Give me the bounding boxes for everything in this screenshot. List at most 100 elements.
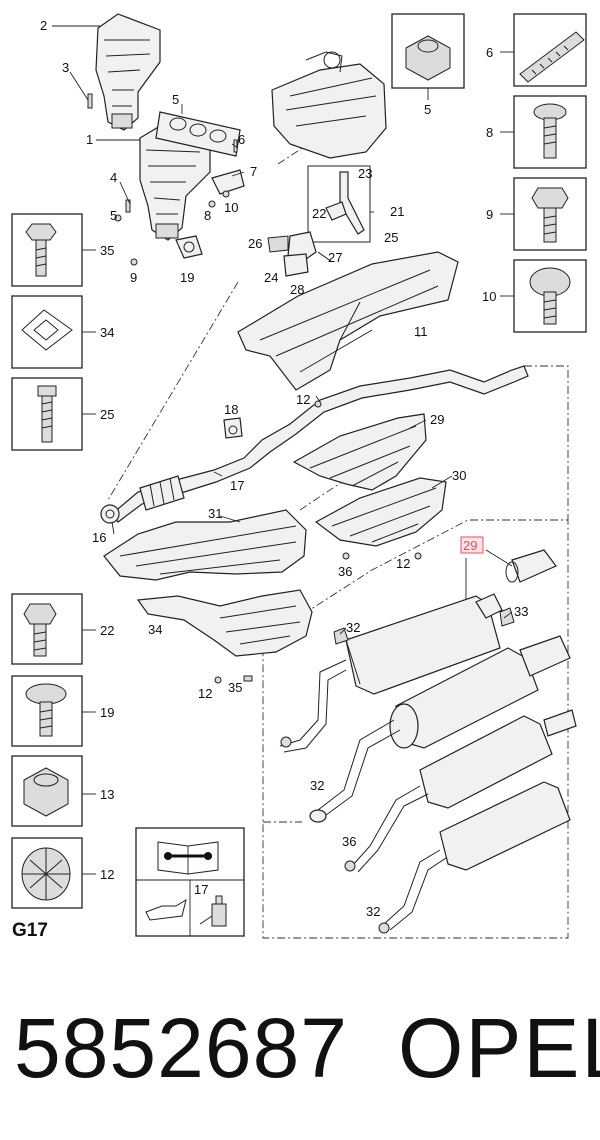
callout-9: 9 [130, 270, 137, 285]
callout-3b: 4 [110, 170, 117, 185]
callout-19: 22 [312, 206, 326, 221]
small-fasteners [87, 93, 238, 266]
callout-35: 36 [338, 564, 352, 579]
callout-31: 32 [366, 904, 380, 919]
callout-36: 36 [342, 834, 356, 849]
hanger-15[interactable] [223, 417, 243, 439]
callout-3a: 3 [62, 60, 69, 75]
callout-12b: 12 [396, 556, 410, 571]
top-label-10: 10 [482, 289, 496, 304]
callout-15: 18 [224, 402, 238, 417]
section-code: G17 [12, 920, 48, 941]
side-label-12: 12 [100, 867, 114, 882]
side-box-19[interactable]: 19 [11, 675, 114, 747]
heat-shield-11[interactable] [237, 251, 459, 391]
heat-shield-27[interactable] [314, 477, 447, 547]
repair-manual-icon [157, 841, 219, 875]
manifold-gasket[interactable] [155, 111, 241, 157]
callout-16: 19 [180, 270, 194, 285]
side-label-34: 34 [100, 325, 114, 340]
loose-nuts [214, 400, 422, 684]
callout-34: 35 [228, 680, 242, 695]
top-box-9[interactable]: 9 [486, 177, 587, 251]
flange-bolt-icon [23, 603, 57, 625]
flange-gasket-16[interactable] [175, 235, 203, 259]
flange-bolt-icon [531, 187, 569, 209]
top-label-9: 9 [486, 207, 493, 222]
callout-33: 34 [148, 622, 162, 637]
top-box-8[interactable]: 8 [486, 95, 587, 169]
front-pipe-14[interactable] [100, 365, 529, 524]
callout-5: 5 [110, 208, 117, 223]
leader-lines [52, 25, 513, 635]
callout-29-highlight[interactable] [460, 536, 484, 554]
top-box-6[interactable]: 6 [486, 13, 587, 87]
side-box-35[interactable]: 35 [11, 213, 114, 287]
callout-18: 21 [390, 204, 404, 219]
side-label-19: 19 [100, 705, 114, 720]
callout-14: 17 [230, 478, 244, 493]
flange-bolt-icon [25, 223, 57, 241]
speed-clip-icon [21, 309, 73, 351]
heat-bracket-7[interactable] [211, 169, 245, 195]
side-label-35: 35 [100, 243, 114, 258]
side-box-13[interactable]: 13 [11, 755, 114, 827]
callout-27: 30 [452, 468, 466, 483]
callout-8: 8 [204, 208, 211, 223]
exhaust-manifold-upper[interactable] [95, 13, 161, 131]
heat-shield-26[interactable] [292, 413, 427, 491]
callout-25: 28 [290, 282, 304, 297]
sealant-tube-icon [199, 895, 227, 927]
top-label-8: 8 [486, 125, 493, 140]
exhaust-system-diagram: 2 3 1 4 5 5 6 7 8 10 9 19 23 22 21 25 26… [11, 13, 587, 941]
legend-box[interactable]: 17 [135, 827, 245, 937]
side-label-25: 25 [100, 407, 114, 422]
callout-2: 2 [40, 18, 47, 33]
top-box-5[interactable]: 5 [391, 13, 465, 117]
heat-shield-28[interactable] [103, 509, 307, 581]
oil-can-icon [145, 898, 187, 921]
torx-bolt-icon [25, 683, 67, 705]
side-box-22[interactable]: 22 [11, 593, 114, 665]
tailpipe-trim-29[interactable] [505, 549, 557, 583]
callout-26: 29 [430, 412, 444, 427]
callout-20: 23 [358, 166, 372, 181]
callout-29: 29 [463, 538, 477, 553]
flange-nut-icon [23, 767, 69, 817]
side-box-34[interactable]: 34 [11, 295, 114, 369]
heat-shield-33[interactable] [136, 589, 313, 657]
callout-32b: 33 [514, 604, 528, 619]
flange-nut-icon [405, 35, 451, 81]
callout-labels: 2 3 1 4 5 5 6 7 8 10 9 19 23 22 21 25 26… [40, 18, 528, 919]
side-label-13: 13 [100, 787, 114, 802]
callout-7: 7 [250, 164, 257, 179]
muffler-assembly-d[interactable] [383, 781, 571, 931]
brand-name: OPEL [398, 1001, 600, 1095]
callout-6: 6 [238, 132, 245, 147]
muffler-assembly-b[interactable] [309, 635, 571, 823]
side-box-12[interactable]: 12 [11, 837, 114, 909]
side-box-25[interactable]: 25 [11, 377, 114, 451]
top-label-5: 5 [424, 102, 431, 117]
callout-13: 16 [92, 530, 106, 545]
callout-12a: 12 [296, 392, 310, 407]
legend-label-17: 17 [194, 882, 208, 897]
callout-1: 1 [86, 132, 93, 147]
footer: 5852687 OPEL [0, 1000, 600, 1110]
callout-23: 26 [248, 236, 262, 251]
engine-block[interactable] [271, 51, 387, 159]
muffler-assembly-a[interactable] [279, 593, 503, 753]
callout-24: 27 [328, 250, 342, 265]
part-number: 5852687 [14, 1001, 349, 1095]
callout-10: 10 [224, 200, 238, 215]
hanger-rubbers-32[interactable] [280, 607, 515, 934]
top-label-6: 6 [486, 45, 493, 60]
muffler-assembly-c[interactable] [351, 709, 577, 873]
callout-12c: 12 [198, 686, 212, 701]
top-box-10[interactable]: 10 [482, 259, 587, 333]
callout-28: 31 [208, 506, 222, 521]
callout-22: 25 [384, 230, 398, 245]
callout-11: 11 [414, 324, 428, 339]
egr-pipe-group[interactable] [267, 165, 371, 277]
callout-21: 24 [264, 270, 278, 285]
